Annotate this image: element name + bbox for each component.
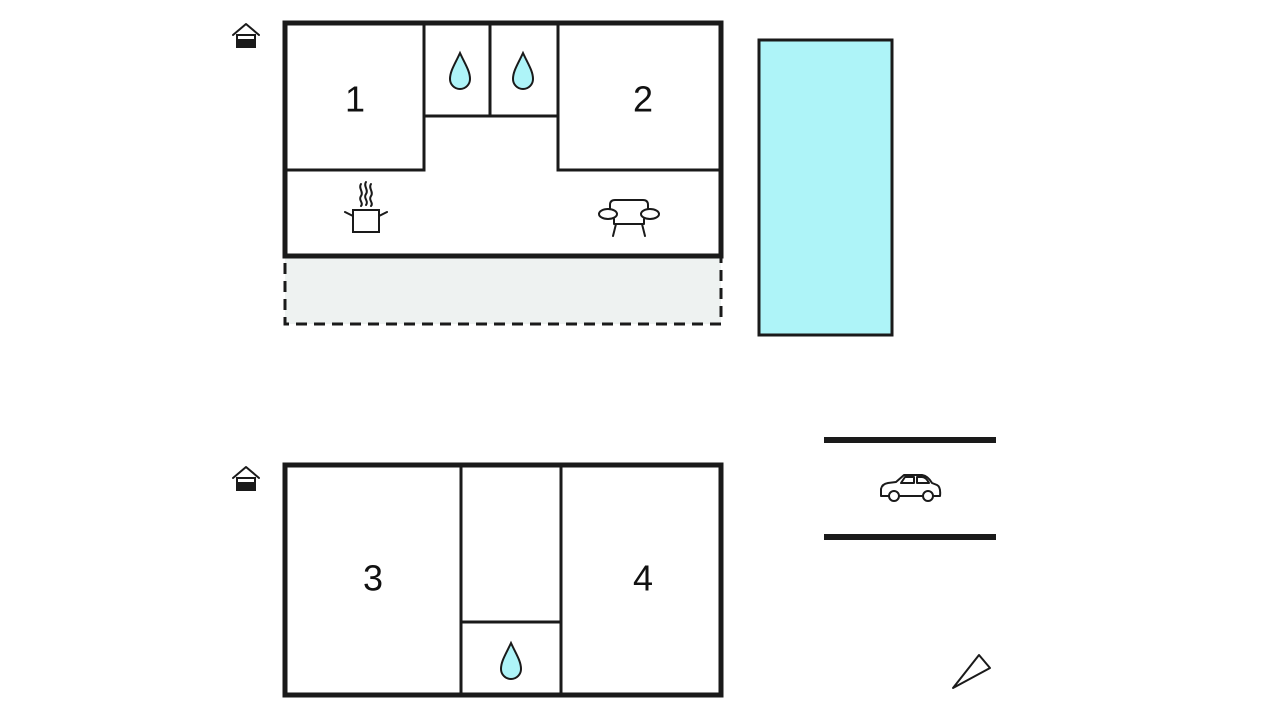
terrace — [283, 254, 723, 326]
bathroom-drop-icon — [499, 640, 523, 680]
entrance-icon — [232, 23, 260, 48]
parking-car-icon — [880, 474, 942, 502]
room-4-label: 4 — [633, 558, 653, 599]
room-1-label: 1 — [345, 79, 365, 120]
floor-2: 3 4 — [232, 462, 724, 698]
floor-2-outline — [282, 462, 724, 698]
bathroom-drop-icon — [448, 50, 472, 90]
room-1-walls — [285, 23, 426, 172]
bathroom-drop-icon — [511, 50, 535, 90]
floor-1-outline — [282, 20, 724, 259]
room-2-walls — [556, 23, 721, 172]
room-3-label: 3 — [363, 558, 383, 599]
floor-1: 1 2 — [232, 20, 724, 326]
kitchen-pot-icon — [344, 181, 388, 233]
sofa-icon — [598, 199, 660, 237]
north-arrow-icon — [952, 654, 991, 689]
floor-2-inner-walls — [459, 465, 563, 695]
swimming-pool — [757, 38, 894, 337]
entrance-icon — [232, 466, 260, 491]
parking-area — [824, 437, 996, 540]
room-2-label: 2 — [633, 79, 653, 120]
bathroom-walls — [424, 23, 558, 118]
